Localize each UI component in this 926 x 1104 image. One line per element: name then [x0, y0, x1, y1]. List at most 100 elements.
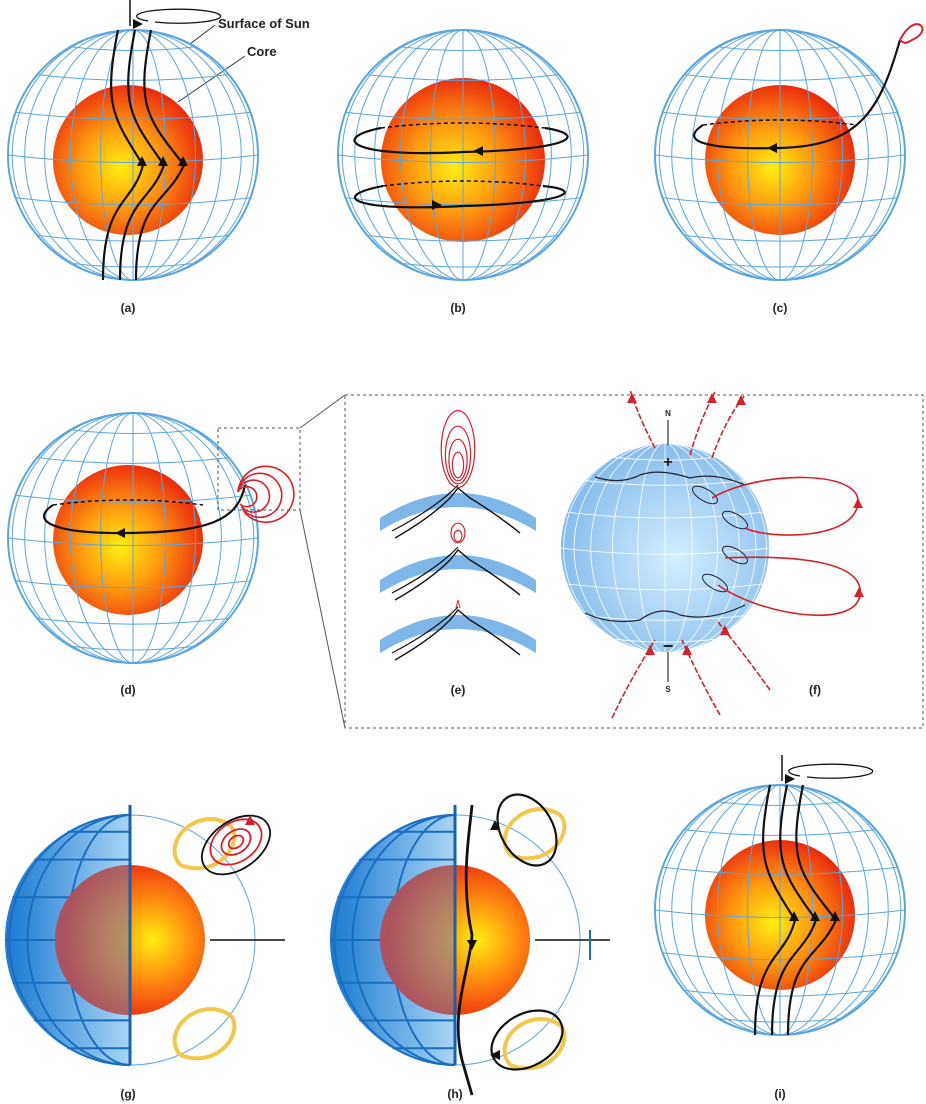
arrow-head-icon	[115, 528, 125, 538]
twisted-field-loop	[201, 814, 271, 876]
parallel	[37, 457, 229, 464]
parallel	[37, 617, 229, 625]
zoom-connector-line	[299, 394, 346, 429]
core-label: Core	[247, 44, 277, 59]
panel-label-g: (g)	[120, 1087, 135, 1101]
twisted-field-loop	[209, 818, 263, 866]
north-pole-label: N	[665, 409, 671, 418]
solar-surface-arc	[380, 493, 536, 531]
globe-d	[7, 412, 259, 664]
emerging-flux-loop	[899, 23, 924, 44]
south-polarity-sign: −	[663, 636, 674, 656]
polarity-boundary	[594, 471, 746, 486]
parallel	[684, 74, 876, 81]
rising-flux-loop	[448, 438, 468, 482]
arrow-head-icon	[490, 1050, 500, 1060]
parallel	[584, 615, 746, 621]
globe-c	[654, 29, 906, 281]
toroidal-field-loop	[42, 484, 247, 535]
surface-leader-line	[189, 24, 216, 45]
convection-cell	[502, 807, 567, 861]
sunspot	[722, 545, 748, 565]
open-field-line	[611, 639, 656, 719]
convection-cell	[502, 1017, 567, 1071]
parallel	[717, 46, 843, 51]
parallel	[70, 46, 196, 51]
parallel	[37, 74, 229, 81]
panel-label-b: (b)	[450, 301, 465, 315]
regenerated-poloidal-loop	[496, 793, 558, 867]
emerging-flux-loop	[237, 479, 271, 513]
sunspot	[692, 485, 718, 505]
arrow-head-icon	[645, 645, 655, 655]
parallel	[566, 583, 764, 591]
panel-label-h: (h)	[447, 1087, 462, 1101]
flux-tube	[391, 606, 459, 654]
parallel	[15, 494, 251, 503]
arrow-head-icon	[854, 587, 864, 597]
toroidal-field-loop	[693, 39, 902, 150]
parallel	[684, 989, 876, 997]
core-cutaway-shade	[55, 865, 130, 1015]
parallel	[367, 74, 559, 81]
arrow-head-icon	[178, 156, 188, 166]
toroidal-field-back	[52, 499, 204, 506]
rotation-arrow-icon	[136, 8, 222, 24]
flux-tube	[394, 609, 521, 661]
sunspot	[722, 510, 748, 530]
arrow-head-icon	[853, 498, 863, 508]
regenerated-poloidal-loop	[490, 1009, 564, 1071]
north-polarity-sign: +	[663, 454, 672, 471]
parallel	[345, 111, 581, 120]
solar-surface-arc	[380, 615, 536, 653]
zoom-connector-line	[299, 509, 346, 729]
surface-of-sun-label: Surface of Sun	[218, 16, 310, 31]
emerging-flux-loop	[237, 485, 258, 508]
arrow-head-icon	[245, 815, 255, 825]
arrow-head-icon	[158, 156, 168, 166]
globe-a	[7, 29, 259, 281]
panel-label-a: (a)	[121, 301, 136, 315]
sun-core	[53, 85, 203, 235]
parallel	[400, 262, 526, 268]
poloidal-field-line	[456, 804, 474, 1096]
parallel	[654, 154, 906, 163]
convection-cell	[172, 1007, 237, 1061]
emerging-flux-loop	[237, 465, 295, 524]
sphere-grid	[559, 442, 771, 654]
arrow-head-icon	[473, 146, 483, 156]
twisted-field-loop	[220, 828, 252, 856]
zoom-region-box	[217, 427, 301, 511]
rising-flux-loop	[453, 529, 463, 543]
twisted-field-loop	[227, 834, 245, 850]
arrow-head-icon	[736, 395, 746, 405]
emerging-flux-loop	[237, 472, 283, 519]
parallel	[70, 262, 196, 268]
panel-label-c: (c)	[773, 301, 788, 315]
parallel	[400, 46, 526, 51]
arrow-head-icon	[707, 393, 717, 403]
core-cutaway-shade	[380, 865, 455, 1015]
arrow-head-icon	[830, 911, 840, 921]
parallel	[15, 111, 251, 120]
panel-label-e: (e)	[451, 683, 466, 697]
parallel	[584, 480, 746, 486]
flux-tube	[391, 546, 459, 594]
toroidal-field-loop	[353, 184, 566, 209]
arrow-head-icon	[720, 625, 730, 635]
parallel	[662, 197, 898, 206]
parallel	[662, 866, 898, 875]
parallel	[717, 1017, 843, 1023]
flux-tube	[394, 487, 521, 539]
parallel	[15, 580, 251, 589]
arrow-head-icon	[810, 911, 820, 921]
arrow-head-icon	[789, 911, 799, 921]
parallel	[654, 909, 906, 918]
parallel	[559, 547, 771, 555]
parallel	[717, 262, 843, 268]
globe-b	[337, 29, 589, 281]
panel-label-d: (d)	[120, 683, 135, 697]
parallel	[345, 197, 581, 206]
